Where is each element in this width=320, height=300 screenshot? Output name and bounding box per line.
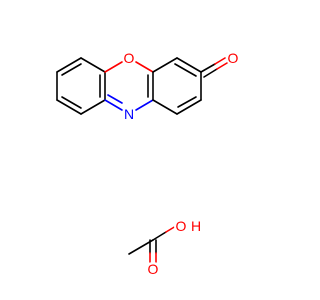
bond (152, 57, 178, 73)
bond (200, 63, 216, 73)
bond (61, 96, 82, 109)
bond (56, 57, 82, 73)
bond (104, 61, 123, 73)
bond (135, 99, 154, 111)
chemical-structure-drawing: O O N O H O (56, 50, 240, 277)
bond (176, 99, 202, 115)
bond (135, 61, 154, 73)
bond (203, 68, 218, 78)
acetic-acid-molecule: O H O (128, 218, 201, 277)
atom-label-oxygen: O (124, 50, 135, 66)
bond (174, 63, 197, 77)
bond (152, 99, 178, 115)
bond (104, 99, 123, 111)
bond (152, 231, 167, 241)
atom-label-oxygen: O (148, 261, 159, 277)
phenoxazinone-molecule: O O N (56, 50, 240, 122)
bond (177, 96, 197, 108)
bond (80, 57, 106, 73)
atom-label-hydrogen: H (191, 218, 201, 234)
bond (214, 57, 226, 65)
bond (80, 99, 106, 115)
bond (61, 63, 82, 76)
bond (128, 239, 154, 255)
bond (107, 94, 123, 104)
bond (56, 99, 82, 115)
atom-label-oxygen: O (228, 50, 239, 66)
bond (176, 57, 202, 73)
atom-label-oxygen: O (176, 218, 187, 234)
bond (216, 62, 228, 70)
atom-label-nitrogen: N (124, 106, 134, 122)
